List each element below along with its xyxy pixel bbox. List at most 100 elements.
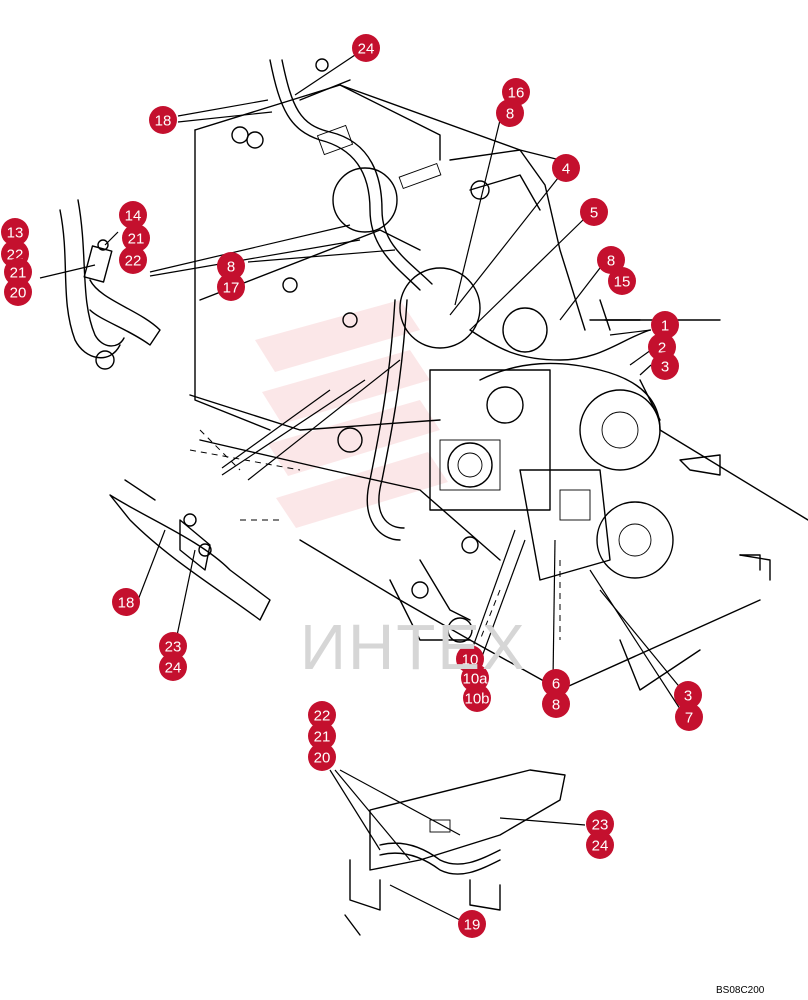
detail-view-clamp-top (59, 199, 161, 370)
callout-13: 13 (1, 218, 29, 246)
hose-routing (269, 59, 651, 541)
callout-18: 18 (112, 588, 140, 616)
callout-24: 24 (352, 34, 380, 62)
callout-5: 5 (580, 198, 608, 226)
callout-7: 7 (675, 703, 703, 731)
callout-21: 21 (308, 722, 336, 750)
callout-label: 22 (125, 253, 142, 270)
callout-label: 18 (155, 113, 172, 130)
callout-label: 3 (684, 688, 692, 705)
callout-3: 3 (674, 681, 702, 709)
callout-circle (651, 311, 679, 339)
callout-circle (308, 722, 336, 750)
callout-label: 22 (314, 708, 331, 725)
callout-20: 20 (4, 278, 32, 306)
callout-19: 19 (458, 910, 486, 938)
callout-circle (586, 810, 614, 838)
callout-14: 14 (119, 201, 147, 229)
callout-circle (675, 703, 703, 731)
detail-view-clamp-middle (109, 479, 271, 621)
callout-label: 5 (590, 205, 598, 222)
callout-circle (4, 278, 32, 306)
callout-circle (159, 632, 187, 660)
callout-label: 14 (125, 208, 142, 225)
callout-circle (608, 267, 636, 295)
callout-circle (217, 252, 245, 280)
callout-16: 16 (502, 78, 530, 106)
callout-circle (122, 224, 150, 252)
callout-label: 10a (462, 671, 488, 688)
callout-label: 24 (592, 838, 609, 855)
callout-8: 8 (217, 252, 245, 280)
callout-label: 4 (562, 161, 570, 178)
callout-17: 17 (217, 273, 245, 301)
callout-circle (159, 653, 187, 681)
callout-label: 2 (658, 340, 666, 357)
callout-23: 23 (586, 810, 614, 838)
callout-circle (651, 352, 679, 380)
callout-circle (463, 684, 491, 712)
callout-label: 21 (10, 265, 27, 282)
callout-label: 7 (685, 710, 693, 727)
watermark-logo (255, 300, 448, 528)
callout-circle (580, 198, 608, 226)
callout-label: 8 (607, 253, 615, 270)
callout-label: 6 (552, 676, 560, 693)
frame-details (231, 58, 761, 643)
callout-circle (597, 246, 625, 274)
callout-circle (308, 701, 336, 729)
callout-18: 18 (149, 106, 177, 134)
callout-label: 20 (10, 285, 27, 302)
callout-label: 3 (661, 359, 669, 376)
callout-label: 20 (314, 750, 331, 767)
drawing-code: BS08C200 (716, 985, 765, 996)
callout-circle (119, 201, 147, 229)
callout-circle (217, 273, 245, 301)
callout-label: 23 (592, 817, 609, 834)
callout-21: 21 (122, 224, 150, 252)
callout-label: 15 (614, 274, 631, 291)
callout-15: 15 (608, 267, 636, 295)
callout-circle (352, 34, 380, 62)
callout-label: 1 (661, 318, 669, 335)
callout-circle (149, 106, 177, 134)
callout-label: 8 (227, 259, 235, 276)
callout-label: 18 (118, 595, 135, 612)
callout-circle (119, 246, 147, 274)
callout-label: 21 (314, 729, 331, 746)
callout-8: 8 (496, 99, 524, 127)
callout-label: 17 (223, 280, 240, 297)
callout-circle (308, 743, 336, 771)
callout-3: 3 (651, 352, 679, 380)
leader-lines (39, 54, 683, 921)
callout-24: 24 (586, 831, 614, 859)
callout-label: 24 (358, 41, 375, 58)
engine-assembly (429, 299, 674, 581)
callout-circle (542, 690, 570, 718)
callout-circle (552, 154, 580, 182)
callout-4: 4 (552, 154, 580, 182)
callout-label: 23 (165, 639, 182, 656)
callout-label: 21 (128, 231, 145, 248)
callout-label: 13 (7, 225, 24, 242)
callout-label: 16 (508, 85, 525, 102)
callout-22: 22 (119, 246, 147, 274)
callout-label: 24 (165, 660, 182, 677)
callout-23: 23 (159, 632, 187, 660)
callout-8: 8 (597, 246, 625, 274)
callout-21: 21 (4, 258, 32, 286)
callout-circle (4, 258, 32, 286)
callout-label: 19 (464, 917, 481, 934)
callout-8: 8 (542, 690, 570, 718)
callout-label: 8 (552, 697, 560, 714)
callout-20: 20 (308, 743, 336, 771)
callout-circle (586, 831, 614, 859)
callout-24: 24 (159, 653, 187, 681)
callout-label: 8 (506, 106, 514, 123)
watermark-text: ИНТЕХ (300, 611, 527, 683)
callout-label: 10b (464, 691, 489, 708)
callout-circle (496, 99, 524, 127)
